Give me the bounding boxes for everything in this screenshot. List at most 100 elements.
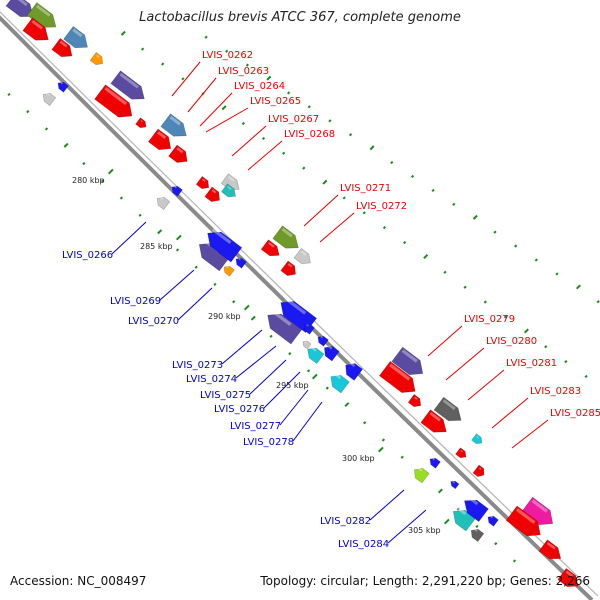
reverse-gene[interactable] (468, 526, 485, 543)
label-leader-line (369, 489, 405, 521)
reverse-gene-label[interactable]: LVIS_0276 (214, 404, 265, 415)
forward-gene[interactable] (204, 186, 223, 205)
reverse-gene[interactable] (460, 494, 489, 523)
reverse-gene[interactable] (411, 465, 430, 484)
forward-gene-label[interactable]: LVIS_0265 (250, 96, 301, 107)
reverse-gene-label[interactable]: LVIS_0270 (128, 316, 179, 327)
scale-tick (140, 47, 145, 51)
scale-tick (328, 119, 332, 123)
scale-tick (245, 63, 249, 67)
forward-gene[interactable] (471, 433, 485, 446)
label-leader-line (303, 194, 339, 227)
forward-gene[interactable] (51, 37, 76, 61)
forward-gene[interactable] (538, 539, 565, 564)
forward-gene-label[interactable]: LVIS_0272 (356, 201, 407, 212)
reverse-gene[interactable] (449, 479, 460, 490)
reverse-gene[interactable] (222, 264, 235, 277)
scale-tick (261, 136, 266, 141)
forward-gene-label[interactable]: LVIS_0285 (550, 408, 600, 419)
tick-layer (7, 30, 600, 563)
scale-tick (302, 166, 306, 170)
forward-gene[interactable] (135, 117, 149, 130)
scale-tick (157, 229, 163, 235)
forward-gene-label[interactable]: LVIS_0267 (268, 114, 319, 125)
scale-tick (381, 438, 385, 442)
reverse-gene[interactable] (321, 343, 340, 362)
reverse-gene-label[interactable]: LVIS_0278 (243, 437, 294, 448)
forward-gene-label[interactable]: LVIS_0271 (340, 183, 391, 194)
label-leader-line (511, 419, 549, 449)
reverse-gene[interactable] (301, 339, 312, 350)
forward-gene[interactable] (110, 70, 149, 105)
forward-gene[interactable] (5, 0, 38, 23)
forward-gene-label[interactable]: LVIS_0283 (530, 386, 581, 397)
reverse-gene-label[interactable]: LVIS_0273 (172, 360, 223, 371)
label-leader-line (319, 212, 355, 243)
reverse-gene[interactable] (202, 226, 243, 263)
forward-gene[interactable] (521, 496, 558, 531)
forward-gene[interactable] (147, 128, 175, 155)
forward-gene-label[interactable]: LVIS_0281 (506, 358, 557, 369)
forward-gene[interactable] (220, 173, 243, 194)
reverse-gene[interactable] (486, 514, 499, 527)
scale-tick (204, 35, 208, 39)
reverse-gene[interactable] (327, 371, 350, 394)
forward-gene[interactable] (272, 225, 303, 254)
forward-gene[interactable] (280, 260, 299, 279)
forward-gene[interactable] (260, 239, 283, 260)
scale-tick (576, 284, 581, 290)
reverse-gene-label[interactable]: LVIS_0269 (110, 296, 161, 307)
forward-gene-label[interactable]: LVIS_0279 (464, 314, 515, 325)
forward-gene[interactable] (391, 346, 428, 381)
forward-gene[interactable] (472, 464, 487, 479)
reverse-gene[interactable] (262, 308, 303, 345)
forward-gene[interactable] (26, 2, 61, 34)
scale-major-tick (244, 304, 250, 311)
forward-gene-label[interactable]: LVIS_0264 (234, 81, 285, 92)
reverse-gene[interactable] (448, 505, 477, 532)
forward-gene[interactable] (455, 447, 469, 460)
scale-tick (514, 244, 518, 248)
forward-gene[interactable] (94, 84, 138, 123)
reverse-gene[interactable] (302, 322, 315, 335)
reverse-gene[interactable] (56, 80, 69, 93)
forward-gene[interactable] (168, 144, 192, 167)
forward-gene-label[interactable]: LVIS_0268 (284, 129, 335, 140)
forward-gene[interactable] (293, 247, 314, 267)
scale-major-tick (311, 373, 318, 380)
reverse-gene-label[interactable]: LVIS_0284 (338, 539, 389, 550)
forward-gene[interactable] (505, 505, 546, 542)
genome-backbone (0, 15, 594, 600)
reverse-gene[interactable] (40, 90, 57, 107)
label-leader-line (159, 269, 195, 301)
forward-gene[interactable] (22, 17, 53, 46)
forward-gene[interactable] (557, 567, 582, 591)
reverse-gene-label[interactable]: LVIS_0275 (200, 390, 251, 401)
forward-gene[interactable] (407, 393, 424, 409)
reverse-gene[interactable] (316, 334, 329, 347)
reverse-gene[interactable] (154, 194, 171, 211)
forward-gene[interactable] (433, 396, 466, 427)
scale-tick (325, 386, 329, 390)
scale-tick (349, 133, 353, 137)
reverse-gene-label[interactable]: LVIS_0266 (62, 250, 113, 261)
reverse-gene[interactable] (170, 184, 183, 197)
forward-gene[interactable] (378, 360, 420, 398)
reverse-gene-label[interactable]: LVIS_0277 (230, 421, 281, 432)
forward-gene[interactable] (160, 113, 191, 142)
reverse-gene[interactable] (234, 256, 247, 269)
reverse-gene[interactable] (428, 456, 441, 469)
forward-gene-label[interactable]: LVIS_0262 (202, 50, 253, 61)
forward-gene-label[interactable]: LVIS_0263 (218, 66, 269, 77)
forward-gene[interactable] (220, 183, 238, 200)
scale-tick (363, 421, 367, 425)
reverse-gene[interactable] (341, 360, 364, 381)
forward-gene[interactable] (195, 175, 212, 191)
reverse-gene-label[interactable]: LVIS_0274 (186, 374, 237, 385)
reverse-gene[interactable] (304, 344, 325, 365)
forward-gene[interactable] (89, 51, 106, 67)
forward-gene-label[interactable]: LVIS_0280 (486, 336, 537, 347)
forward-gene[interactable] (63, 25, 93, 53)
forward-gene[interactable] (420, 409, 451, 438)
reverse-gene-label[interactable]: LVIS_0282 (320, 516, 371, 527)
